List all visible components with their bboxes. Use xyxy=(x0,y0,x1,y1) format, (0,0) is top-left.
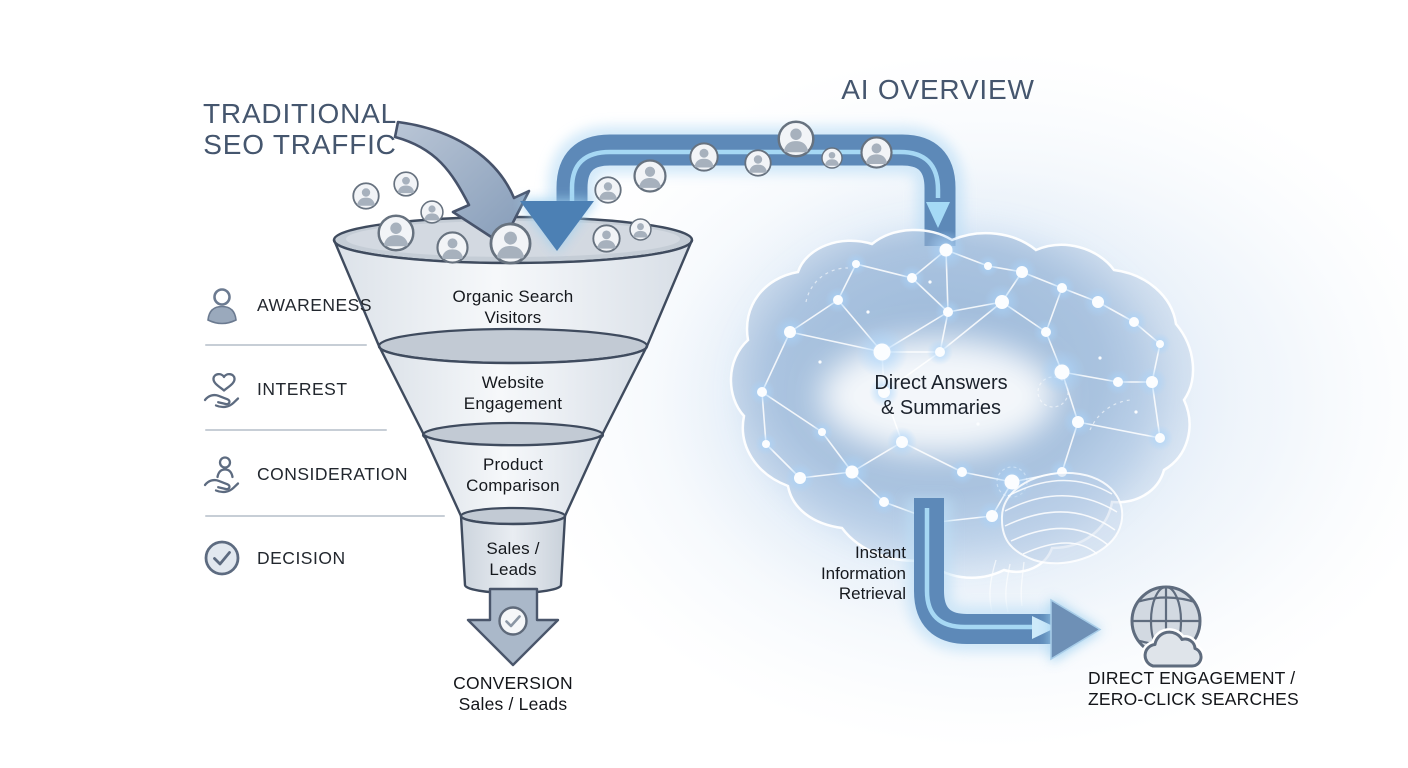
zero-click-label: DIRECT ENGAGEMENT / ZERO-CLICK SEARCHES xyxy=(1088,668,1299,709)
divider xyxy=(205,344,367,346)
user-icon xyxy=(394,172,418,196)
user-icon xyxy=(690,143,717,170)
user-icon xyxy=(745,150,770,175)
funnel-level-3: Product Comparison xyxy=(466,455,560,495)
pipe-arrow-icon-2 xyxy=(906,498,1102,662)
conversion-label: CONVERSION Sales / Leads xyxy=(453,673,573,714)
user-icon xyxy=(635,161,666,192)
funnel-level-2: Website Engagement xyxy=(463,373,563,413)
user-icon xyxy=(593,225,619,251)
ai-brain xyxy=(729,228,1195,613)
person-icon xyxy=(207,288,237,325)
cerebellum xyxy=(989,471,1124,613)
hand-person-icon xyxy=(203,456,240,494)
curved-arrow-icon xyxy=(393,120,531,246)
stage-label: AWARENESS xyxy=(257,294,373,315)
hand-heart-icon xyxy=(203,373,240,409)
user-icon xyxy=(353,183,378,208)
check-circle-icon xyxy=(498,606,528,636)
user-icon xyxy=(861,137,891,167)
stage-label: INTEREST xyxy=(257,378,348,399)
user-icon xyxy=(779,122,814,157)
journey-stage-consideration: CONSIDERATION xyxy=(200,451,408,497)
conversion-arrow xyxy=(466,587,560,667)
divider xyxy=(205,515,445,517)
stage-label: DECISION xyxy=(257,547,346,568)
user-icon xyxy=(630,219,651,240)
user-icon xyxy=(437,232,467,262)
divider xyxy=(205,429,387,431)
retrieval-label: Instant Information Retrieval xyxy=(820,543,906,603)
brain-label: Direct Answers & Summaries xyxy=(874,372,1008,419)
traditional-seo-title: TRADITIONAL SEO TRAFFIC xyxy=(203,98,397,160)
funnel-level-1: Organic Search Visitors xyxy=(452,287,574,327)
user-icon xyxy=(421,201,443,223)
journey-stage-decision: DECISION xyxy=(200,535,346,581)
stage-label: CONSIDERATION xyxy=(257,463,409,484)
ai-overview-title: AI OVERVIEW xyxy=(841,74,1035,105)
user-icon xyxy=(491,224,530,263)
funnel-level-4: Sales / Leads xyxy=(486,539,540,579)
journey-stage-awareness: AWARENESS xyxy=(200,282,372,328)
check-circle-icon xyxy=(204,540,240,576)
journey-stage-interest: INTEREST xyxy=(200,366,348,412)
user-icon xyxy=(595,177,620,202)
user-icon xyxy=(822,148,842,168)
globe-cloud-icon xyxy=(1130,585,1206,671)
user-icon xyxy=(379,216,414,251)
